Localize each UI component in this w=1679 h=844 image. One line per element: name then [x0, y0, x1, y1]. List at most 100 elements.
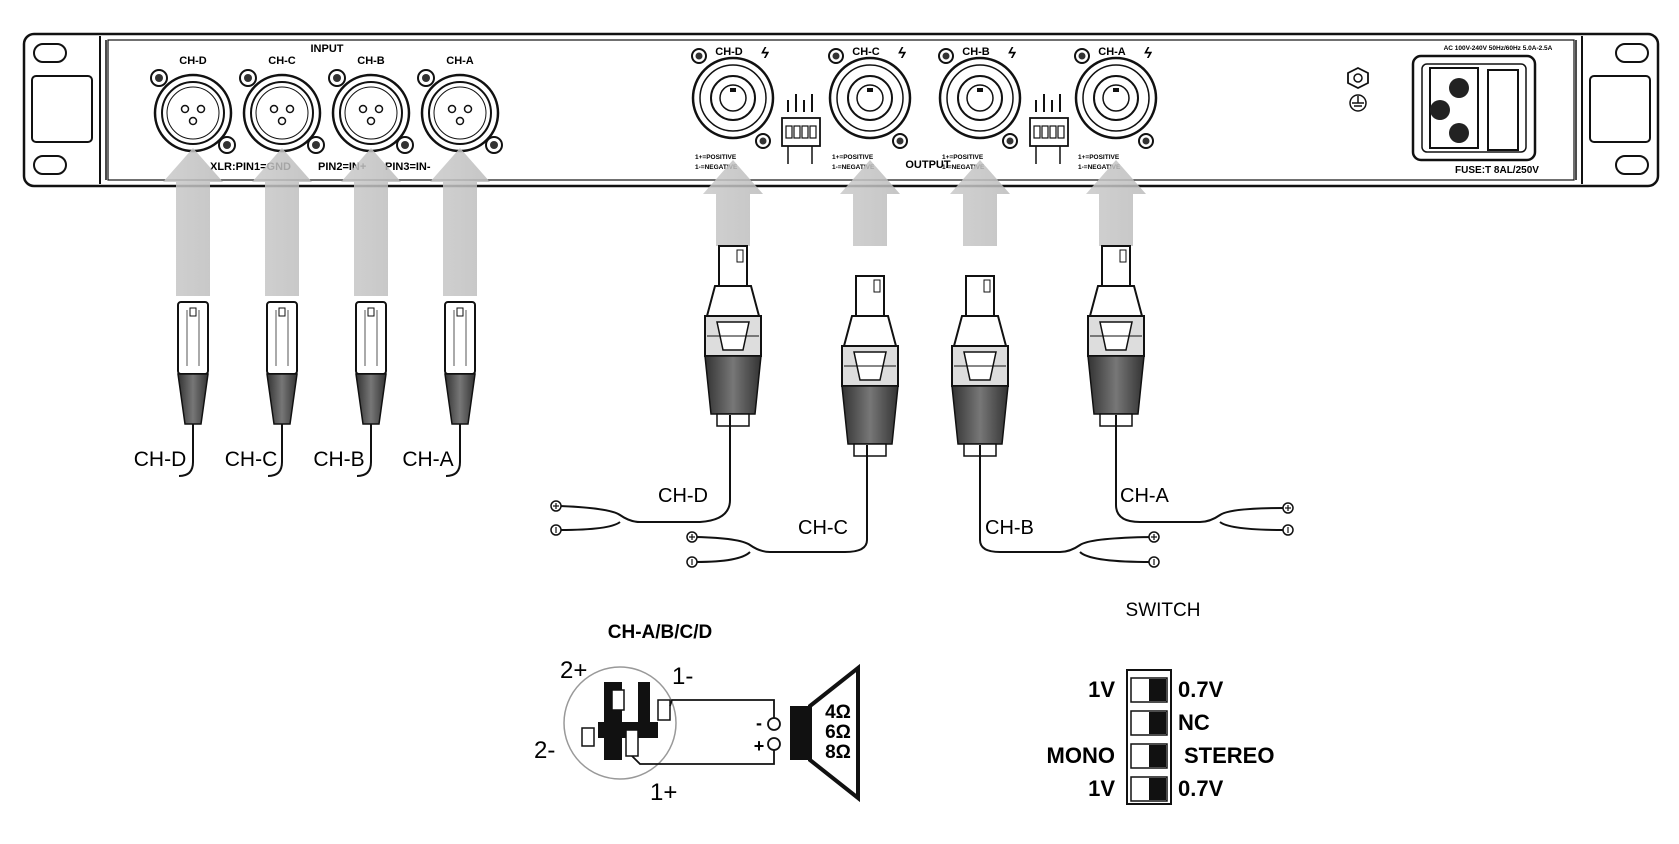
input-arrow-1 — [163, 148, 223, 296]
switch-left-label: MONO — [1047, 743, 1115, 768]
xlr-input-jacks: CH-D CH-C CH-B CH-A — [150, 55, 503, 154]
xlr-input-jack-ch-a[interactable]: CH-A — [417, 55, 503, 154]
output-arrow-4 — [1086, 160, 1146, 246]
xlr-plug-ch-b: CH-B — [313, 301, 387, 477]
input-cable-label: CH-C — [225, 448, 278, 471]
lightning-icon: ϟ — [1144, 45, 1153, 62]
xlr-cable-plugs: CH-D CH-C CH-B CH-A — [134, 301, 476, 477]
power-inlet[interactable]: AC 100V-240V 50Hz/60Hz 5.0A-2.5A FUSE:T … — [1411, 45, 1553, 176]
speakon-plug-ch-d — [704, 245, 762, 427]
switch-row-2: NC — [1130, 710, 1210, 736]
pin-label-1-minus: 1- — [672, 663, 693, 690]
fuse-label: FUSE:T 8AL/250V — [1455, 165, 1539, 176]
polarity-legend: 1-=NEGATIVE — [832, 164, 875, 171]
ground-screw-icon — [1347, 66, 1369, 112]
output-label: OUTPUT — [905, 159, 951, 171]
pin-2-plus — [611, 689, 625, 711]
power-spec-text: AC 100V-240V 50Hz/60Hz 5.0A-2.5A — [1444, 45, 1553, 52]
rack-slot — [1615, 43, 1649, 63]
input-cable-label: CH-D — [134, 448, 187, 471]
polarity-legend: 1+=POSITIVE — [942, 154, 984, 161]
speaker-wires — [559, 415, 1285, 563]
output-jack-label: CH-B — [962, 46, 990, 58]
switch-lever — [1149, 745, 1166, 767]
speaker-plus-sign: + — [754, 736, 765, 756]
pin-label-2-minus: 2- — [534, 737, 555, 764]
speakon-cable-plugs — [704, 245, 1145, 457]
input-jack-label: CH-A — [446, 55, 474, 67]
speaker-minus-sign: - — [756, 713, 762, 733]
input-jack-label: CH-D — [179, 55, 207, 67]
polarity-legend: 1+=POSITIVE — [695, 154, 737, 161]
speakon-output-jack-ch-a[interactable]: CH-A ϟ 1+=POSITIVE 1-=NEGATIVE — [1074, 45, 1158, 171]
impedance-8: 8Ω — [825, 742, 851, 763]
input-arrow-2 — [252, 148, 312, 296]
panel-dip-switch-1[interactable] — [781, 94, 821, 164]
input-jack-label: CH-B — [357, 55, 385, 67]
lightning-icon: ϟ — [1008, 45, 1017, 62]
fuse-drawer[interactable] — [1487, 69, 1519, 151]
xlr-plug-ch-c: CH-C — [225, 301, 298, 477]
output-cable-label-ch-d: CH-D — [658, 485, 708, 507]
xlr-input-jack-ch-b[interactable]: CH-B — [328, 55, 414, 154]
input-cable-label: CH-A — [402, 448, 453, 471]
pin-label-1-plus: 1+ — [650, 779, 677, 806]
input-jack-label: CH-C — [268, 55, 296, 67]
switch-lever — [1149, 679, 1166, 701]
switch-right-label: 0.7V — [1178, 776, 1224, 801]
rack-ear-right — [1575, 36, 1651, 184]
inlet-pin — [1449, 78, 1469, 98]
output-jack-label: CH-A — [1098, 46, 1126, 58]
output-jack-label: CH-D — [715, 46, 743, 58]
polarity-legend: 1-=NEGATIVE — [695, 164, 738, 171]
output-cable-label-ch-c: CH-C — [798, 517, 848, 539]
speakon-output-jack-ch-b[interactable]: CH-B ϟ 1+=POSITIVE 1-=NEGATIVE — [938, 45, 1022, 171]
switch-title: SWITCH — [1126, 600, 1201, 621]
switch-right-label: NC — [1178, 710, 1210, 735]
polarity-legend: 1-=NEGATIVE — [942, 164, 985, 171]
inlet-pin — [1449, 123, 1469, 143]
output-arrow-3 — [950, 160, 1010, 246]
impedance-4: 4Ω — [825, 702, 851, 723]
panel-dip-switch-2[interactable] — [1029, 94, 1069, 164]
output-arrow-1 — [703, 160, 763, 246]
rack-slot — [33, 43, 67, 63]
polarity-legend: 1+=POSITIVE — [832, 154, 874, 161]
input-cable-label: CH-B — [313, 448, 364, 471]
loudspeaker-icon — [790, 663, 860, 803]
inlet-pin — [1430, 100, 1450, 120]
speaker-connection-detail: CH-A/B/C/D 2+ 1- 2- 1+ - + 4Ω 6Ω 8Ω — [534, 622, 860, 806]
speakon-output-jack-ch-d[interactable]: CH-D ϟ 1+=POSITIVE 1-=NEGATIVE — [691, 45, 775, 171]
terminal-polarity-marks — [553, 503, 1291, 565]
connection-arrows — [163, 148, 1146, 296]
input-arrow-4 — [430, 148, 490, 296]
switch-lever — [1149, 712, 1166, 734]
switch-left-label: 1V — [1088, 776, 1115, 801]
xlr-input-jack-ch-c[interactable]: CH-C — [239, 55, 325, 154]
lightning-icon: ϟ — [761, 45, 770, 62]
polarity-legend: 1+=POSITIVE — [1078, 154, 1120, 161]
xlr-plug-ch-a: CH-A — [402, 301, 476, 477]
speaker-detail-title: CH-A/B/C/D — [608, 622, 713, 643]
output-cable-label-ch-a: CH-A — [1120, 485, 1170, 507]
lightning-icon: ϟ — [898, 45, 907, 62]
output-cable-label-ch-b: CH-B — [985, 517, 1034, 539]
impedance-6: 6Ω — [825, 722, 851, 743]
pin-2-minus — [581, 727, 595, 747]
output-arrow-2 — [840, 160, 900, 246]
switch-row-4: 1V 0.7V — [1088, 776, 1224, 802]
polarity-legend: 1-=NEGATIVE — [1078, 164, 1121, 171]
speakon-plug-ch-c — [841, 275, 899, 457]
switch-lever — [1149, 778, 1166, 800]
input-arrow-3 — [341, 148, 401, 296]
speakon-plug-ch-b — [951, 275, 1009, 457]
switch-right-label: 0.7V — [1178, 677, 1224, 702]
pin-1-minus — [657, 699, 671, 721]
